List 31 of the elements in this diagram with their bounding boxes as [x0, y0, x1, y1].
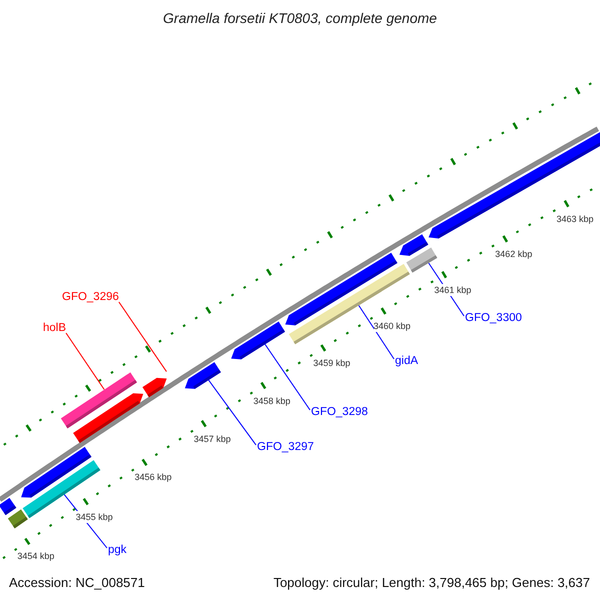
scale-label: 3462 kbp	[495, 248, 532, 260]
gene-label: holB	[43, 322, 66, 334]
leader-line	[118, 302, 167, 372]
leader-line	[208, 380, 256, 446]
gene-feature	[231, 322, 286, 360]
scale-label: 3456 kbp	[134, 471, 172, 484]
gene-label: GFO_3297	[257, 441, 314, 453]
gene-feature	[0, 498, 16, 516]
accession-note: Accession: NC_008571	[9, 575, 145, 591]
gene-feature	[73, 393, 144, 443]
gene-feature	[406, 248, 438, 273]
leader-line	[66, 332, 105, 390]
gene-label: pgk	[108, 544, 127, 556]
scale-label: 3457 kbp	[194, 432, 231, 445]
scale-label: 3459 kbp	[313, 356, 350, 369]
gene-feature	[142, 378, 167, 398]
gene-label: GFO_3298	[311, 406, 368, 418]
gene-label: GFO_3300	[465, 312, 522, 324]
scale-label: 3454 kbp	[17, 550, 54, 562]
scale-label: 3463 kbp	[556, 212, 594, 225]
diagram-title: Gramella forsetii KT0803, complete genome	[162, 10, 438, 26]
scale-label: 3460 kbp	[374, 320, 411, 332]
scale-label: 3461 kbp	[434, 284, 472, 296]
leader-line	[264, 344, 310, 410]
scale-label: 3458 kbp	[253, 394, 290, 407]
genome-summary: Topology: circular; Length: 3,798,465 bp; Genes: 3,637	[273, 575, 590, 591]
gene-label: gidA	[395, 355, 418, 367]
gene-label: GFO_3296	[62, 291, 119, 303]
scale-label: 3455 kbp	[76, 510, 113, 523]
leader-line	[358, 304, 394, 360]
gene-feature	[184, 362, 221, 389]
